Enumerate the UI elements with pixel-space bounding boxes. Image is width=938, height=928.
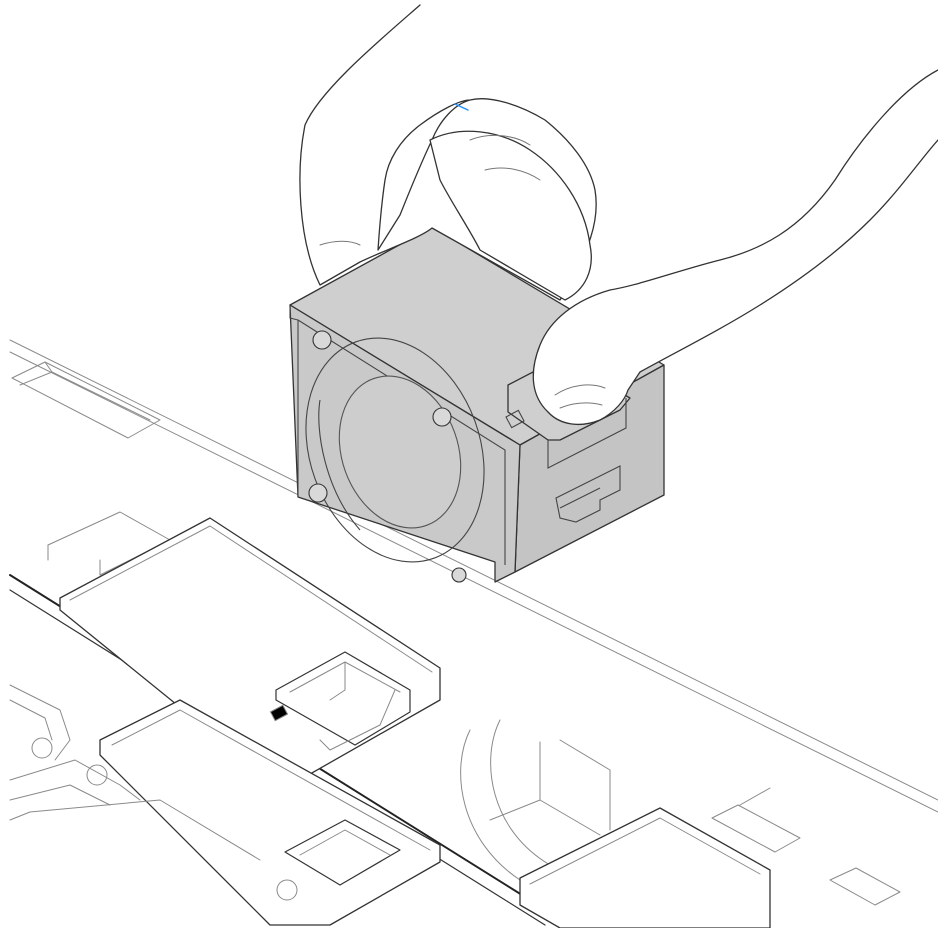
fan-housing-ring — [305, 337, 485, 563]
lower-bracket — [284, 819, 401, 886]
fan-connector — [555, 465, 621, 523]
right-slot-2 — [829, 867, 901, 906]
hand-highlight — [454, 103, 469, 111]
fan-latch-tab — [505, 409, 525, 429]
fan-mount-hole — [451, 567, 467, 583]
frame-hole-1 — [31, 737, 53, 759]
fan-screw-top-right — [432, 407, 452, 427]
right-lower-block — [519, 807, 771, 928]
fan-screw-bottom-left — [308, 483, 328, 503]
hand-thumb — [532, 69, 938, 426]
frame-hole-3 — [276, 879, 298, 901]
rear-rail-bottom — [9, 351, 938, 813]
installed-fan-circle — [460, 729, 521, 881]
fan-hub — [338, 375, 462, 529]
empty-fan-bay — [275, 651, 411, 746]
chassis-fan-cage — [9, 339, 938, 928]
rear-rail-top — [9, 339, 938, 801]
hand — [299, 4, 938, 426]
fan-screw-top-left — [312, 330, 332, 350]
left-frame-bracket — [9, 684, 71, 761]
right-slot-1 — [711, 804, 801, 853]
frame-hole-2 — [86, 764, 108, 786]
upper-left-slot — [11, 361, 161, 439]
